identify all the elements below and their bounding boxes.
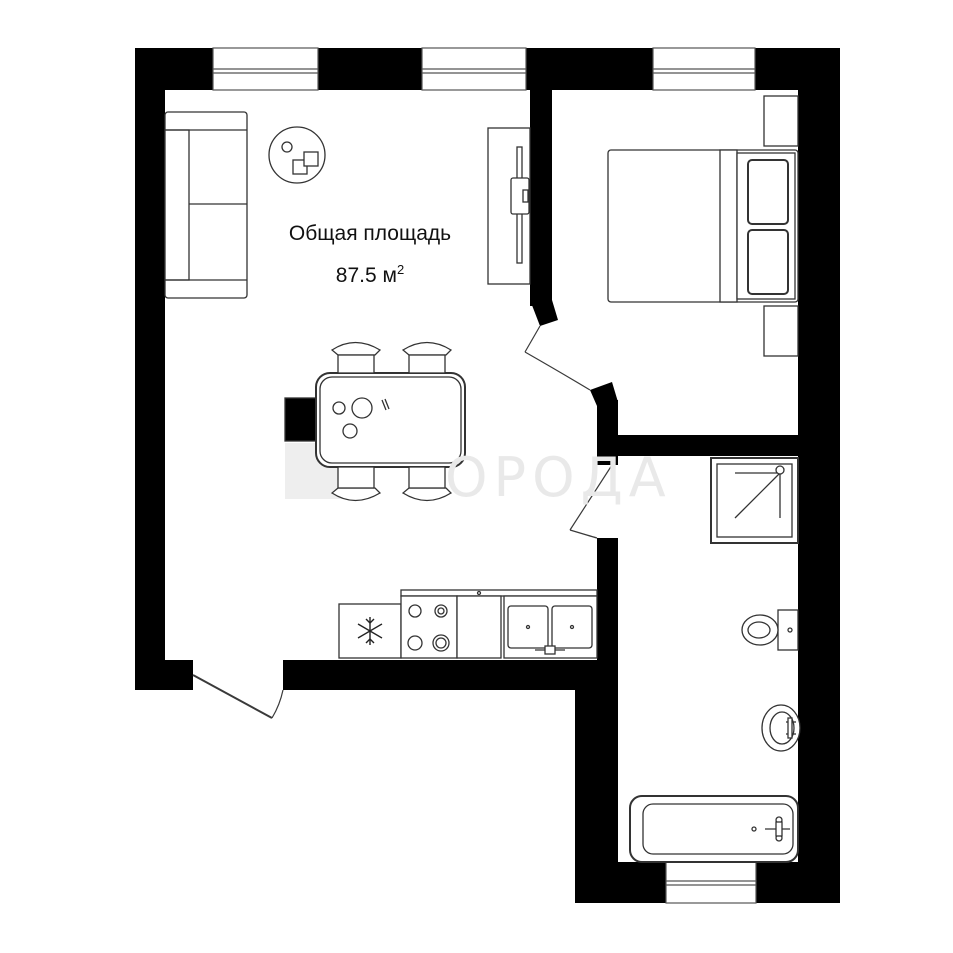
sofa — [164, 111, 248, 299]
stove — [400, 595, 458, 659]
shower — [710, 457, 799, 544]
kitchen — [338, 589, 598, 659]
windows — [212, 47, 757, 904]
dining-table — [284, 341, 466, 502]
area-title: Общая площадь — [288, 222, 452, 245]
tv-unit — [487, 127, 531, 285]
snowflake-icon — [357, 617, 383, 645]
wash-basin — [761, 704, 801, 752]
coffee-table — [268, 126, 326, 184]
bathtub — [629, 795, 799, 863]
doors — [192, 325, 613, 719]
area-number: 87.5 м — [335, 264, 397, 287]
area-unit-superscript: 2 — [396, 262, 405, 277]
bed — [607, 95, 799, 357]
watermark-text: ОРОДА — [445, 446, 672, 509]
area-value: 87.5 м2 — [0, 262, 740, 288]
toilet — [741, 609, 799, 651]
counter — [456, 595, 502, 659]
